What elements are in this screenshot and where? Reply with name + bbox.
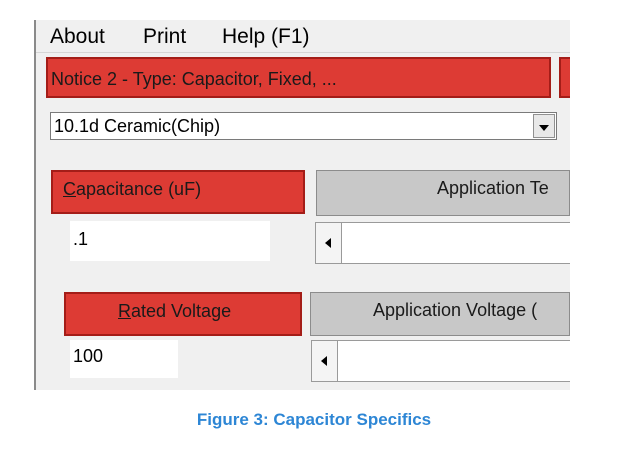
scroll-left-button[interactable] xyxy=(316,223,342,263)
capacitance-label-mnemonic: C xyxy=(63,179,76,199)
rated-voltage-input[interactable]: 100 xyxy=(70,340,178,378)
application-voltage-header-text: Application Voltage ( xyxy=(373,300,538,320)
rated-voltage-label-text: ated Voltage xyxy=(131,301,232,321)
notice-banner: Notice 2 - Type: Capacitor, Fixed, ... xyxy=(46,57,551,98)
window-border xyxy=(34,20,36,390)
part-type-value: 10.1d Ceramic(Chip) xyxy=(54,116,221,136)
arrow-left-icon xyxy=(321,356,327,366)
application-temp-header: Application Te xyxy=(316,170,570,216)
notice-text: Notice 2 - Type: Capacitor, Fixed, ... xyxy=(51,69,337,89)
menu-about[interactable]: About xyxy=(50,25,105,48)
app-window: About Print Help (F1) Notice 2 - Type: C… xyxy=(34,20,570,390)
menu-help[interactable]: Help (F1) xyxy=(222,25,310,48)
application-voltage-scrollbar[interactable] xyxy=(311,340,570,382)
rated-voltage-label-mnemonic: R xyxy=(118,301,131,321)
capacitance-value: .1 xyxy=(73,229,89,249)
rated-voltage-label: Rated Voltage xyxy=(64,292,302,336)
dropdown-button[interactable] xyxy=(533,114,555,138)
part-type-select[interactable]: 10.1d Ceramic(Chip) xyxy=(50,112,557,140)
capacitance-label-text: apacitance (uF) xyxy=(76,179,202,199)
menu-print[interactable]: Print xyxy=(143,25,187,48)
menu-divider xyxy=(34,52,570,53)
chevron-down-icon xyxy=(539,125,549,131)
application-temp-header-text: Application Te xyxy=(437,178,549,198)
rated-voltage-value: 100 xyxy=(73,346,104,366)
application-voltage-header: Application Voltage ( xyxy=(310,292,570,336)
application-temp-scrollbar[interactable] xyxy=(315,222,570,264)
capacitance-input[interactable]: .1 xyxy=(70,221,270,261)
capacitance-label: Capacitance (uF) xyxy=(51,170,305,214)
menu-bar: About Print Help (F1) xyxy=(34,20,570,50)
scroll-left-button[interactable] xyxy=(312,341,338,381)
notice-banner-secondary xyxy=(559,57,570,98)
arrow-left-icon xyxy=(325,238,331,248)
figure-caption: Figure 3: Capacitor Specifics xyxy=(196,410,432,429)
